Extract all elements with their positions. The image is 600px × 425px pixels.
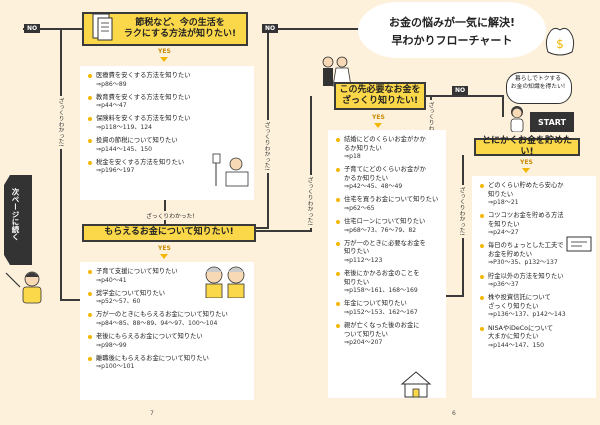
- start-speech-bubble: [506, 72, 572, 104]
- yes-arrow-icon: [522, 168, 530, 173]
- connector-line: [60, 28, 82, 30]
- no-label: NO: [262, 24, 279, 33]
- list-item: 結婚にどのくらいお金がかか るか知りたい⇒p18: [336, 136, 440, 161]
- zukkuri-label: ざっくりわかった!: [426, 100, 435, 153]
- connector-line: [255, 230, 312, 232]
- start-bubble-text: 暮らしでトクする お金の知識を得たい!: [510, 76, 566, 90]
- page-number-left: 7: [150, 410, 154, 417]
- zukkuri-label: ざっくりわかった!: [56, 96, 65, 149]
- box-lifestyle-savings: 医療費を安くする方法を知りたい⇒p86～89 教育費を安くする方法を知りたい⇒p…: [80, 66, 254, 200]
- list-item: 医療費を安くする方法を知りたい⇒p86～89: [88, 72, 248, 89]
- yes-arrow-icon: [374, 123, 382, 128]
- list-item: コツコツお金を貯める方法 を知りたい⇒p24～27: [480, 212, 590, 237]
- yes-label: YES: [520, 159, 533, 166]
- no-label: NO: [24, 24, 41, 33]
- person-illustration: [506, 104, 528, 133]
- list-item: 離職後にもらえるお金について知りたい⇒p100～101: [88, 355, 248, 372]
- yes-label: YES: [158, 245, 171, 252]
- elderly-couple-illustration: [200, 264, 250, 299]
- zukkuri-label: ざっくりわかった!: [457, 185, 466, 238]
- list-item: 万が一のときに必要なお金を 知りたい⇒p112～123: [336, 240, 440, 265]
- bankbook-icon: [566, 236, 592, 252]
- connector-line: [255, 227, 269, 229]
- list-item: 毎日のちょっとした工夫で お金を貯めたい⇒P30～35、p132～137: [480, 242, 590, 267]
- next-page-label: 次ページに続く: [11, 188, 20, 241]
- svg-text:$: $: [556, 37, 564, 51]
- money-bag-icon: $: [540, 22, 580, 58]
- pointing-person-illustration: [4, 265, 46, 305]
- hospital-person-illustration: [212, 150, 250, 190]
- box-save-money: どのくらい貯めたら安心か 知りたい⇒p18～21 コツコツお金を貯める方法 を知…: [472, 176, 596, 398]
- no-label: NO: [452, 86, 469, 95]
- connector-line: [310, 96, 312, 231]
- page-number-right: 6: [452, 410, 456, 417]
- list-item: 保険料を安くする方法を知りたい⇒p118～119、124: [88, 115, 248, 132]
- list-item: 住宅ローンについて知りたい⇒p68～73、76～79、82: [336, 218, 440, 235]
- connector-line: [60, 299, 82, 301]
- title-bubble: [358, 2, 546, 58]
- node-future-money: この先必要なお金を ざっくり知りたい!: [334, 82, 426, 110]
- list-item: 子育て支援について知りたい⇒p40～41: [88, 268, 248, 285]
- list-item: 教育費を安くする方法を知りたい⇒p44～47: [88, 94, 248, 111]
- zukkuri-label: ざっくりわかった!: [262, 120, 271, 173]
- start-badge: START: [530, 112, 574, 132]
- connector-line: [267, 28, 367, 30]
- box-future-money: 結婚にどのくらいお金がかか るか知りたい⇒p18 子育てにどのくらいお金がか か…: [328, 130, 446, 398]
- receipt-icon: [90, 12, 114, 42]
- node-receivable-money: もらえるお金について知りたい!: [82, 224, 256, 242]
- connector-line: [462, 155, 464, 175]
- node-save-money: とにかくお金を貯めたい!: [474, 136, 580, 157]
- zukkuri-label: ざっくりわかった!: [305, 175, 314, 228]
- connector-line: [60, 28, 62, 300]
- connector-line: [502, 95, 504, 117]
- zukkuri-label: ざっくりわかった!: [144, 211, 197, 220]
- list-item: 年金について知りたい⇒p152～153、162～167: [336, 300, 440, 317]
- yes-arrow-icon: [160, 57, 168, 62]
- connector-line: [164, 195, 166, 225]
- list-item: 住宅を買うお金について知りたい⇒p62～65: [336, 196, 440, 213]
- title-line-2: 早わかりフローチャート: [391, 34, 513, 47]
- list-item: 投資の節税について知りたい⇒p144～145、150: [88, 137, 248, 154]
- list-item: 老後にかかるお金のことを 知りたい⇒p158～161、168～169: [336, 270, 440, 295]
- connector-line: [23, 28, 61, 30]
- list-item: 子育てにどのくらいお金がか かるか知りたい⇒p42～45、48～49: [336, 166, 440, 191]
- list-item: 万が一のときにもらえるお金について知りたい⇒p84～85、88～89、94～97…: [88, 311, 248, 328]
- next-page-arrow: [4, 175, 32, 265]
- list-item: 貯金以外の方法を知りたい⇒p36～37: [480, 273, 590, 290]
- yes-arrow-icon: [160, 254, 168, 259]
- yes-label: YES: [372, 114, 385, 121]
- list-item: 税金を安くする方法を知りたい⇒p196～197: [88, 159, 248, 176]
- connector-line: [424, 95, 504, 97]
- list-item: どのくらい貯めたら安心か 知りたい⇒p18～21: [480, 182, 590, 207]
- house-icon: [400, 370, 432, 398]
- list-item: 親が亡くなった後のお金に ついて知りたい⇒p204～207: [336, 322, 440, 347]
- yes-label: YES: [158, 48, 171, 55]
- box-receivable-money: 子育て支援について知りたい⇒p40～41 奨学金について知りたい⇒p52～57、…: [80, 262, 254, 400]
- title-line-1: お金の悩みが一気に解決!: [388, 16, 516, 29]
- list-item: 株や投資信託について ざっくり知りたい⇒p136～137、p142～143: [480, 294, 590, 319]
- list-item: NISAやiDeCoについて 大まかに知りたい⇒p144～147、150: [480, 325, 590, 350]
- list-item: 老後にもらえるお金について知りたい⇒p98～99: [88, 333, 248, 350]
- list-item: 奨学金について知りたい⇒p52～57、60: [88, 290, 248, 307]
